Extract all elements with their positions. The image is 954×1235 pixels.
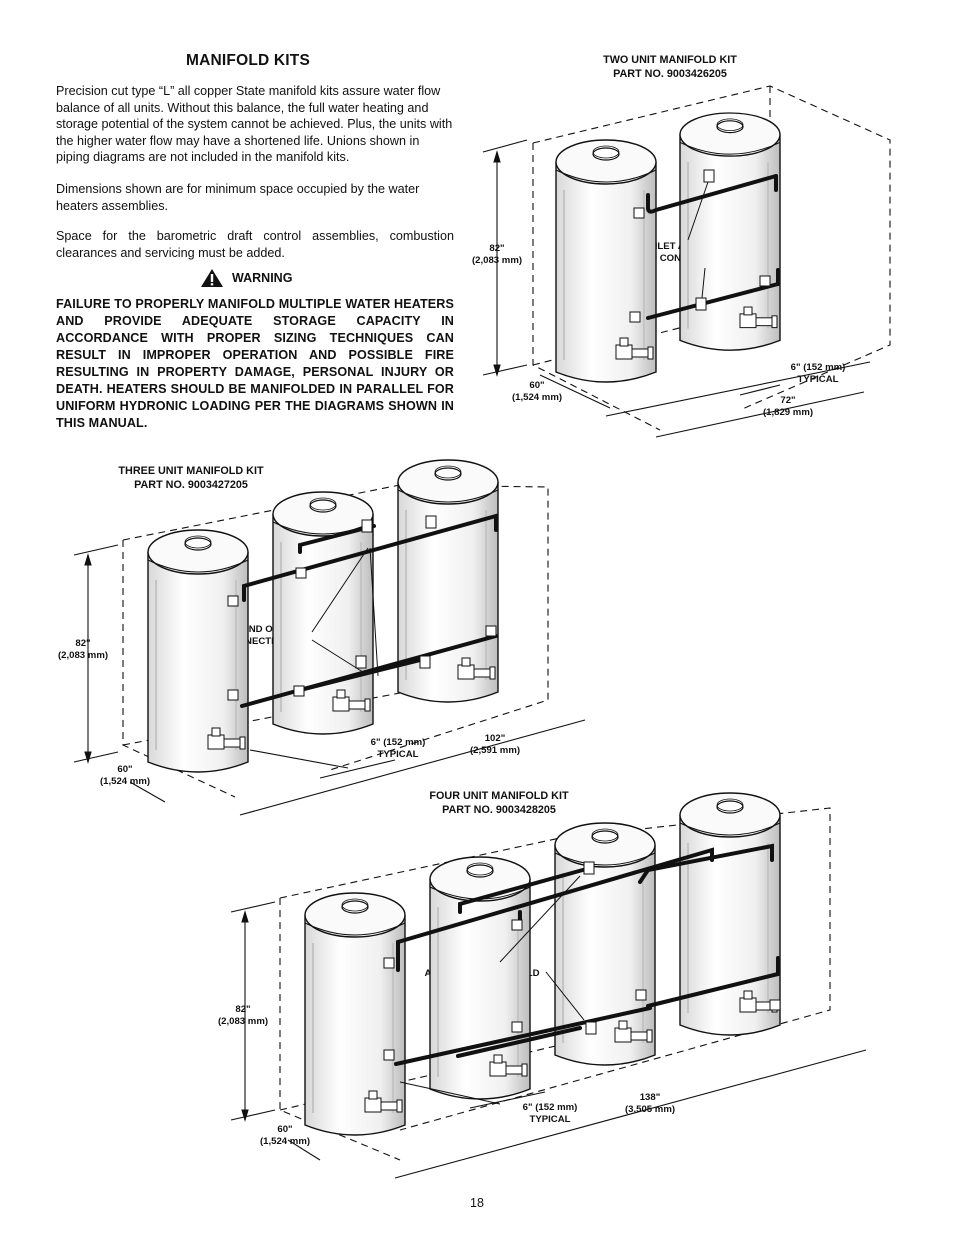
four-unit-part: PART NO. 9003428205 bbox=[442, 803, 556, 816]
three-unit-connections-label: 2 1/2" NPT INLET AND OUTLET MANIFOLD CON… bbox=[150, 624, 315, 648]
four-unit-title: FOUR UNIT MANIFOLD KIT bbox=[429, 790, 569, 802]
four-unit-spacing: 6" (152 mm) bbox=[522, 1102, 578, 1113]
four-unit-spacing-note: TYPICAL bbox=[529, 1114, 571, 1125]
three-unit-title: THREE UNIT MANIFOLD KIT bbox=[118, 465, 264, 477]
four-unit-height-mm: (2,083 mm) bbox=[217, 1016, 269, 1027]
three-unit-depth-mm: (1,524 mm) bbox=[99, 776, 151, 787]
four-unit-depth-label: 60" (1,524 mm) bbox=[250, 1124, 320, 1148]
two-unit-spacing: 6" (152 mm) bbox=[790, 362, 846, 373]
clearance-paragraph: Space for the barometric draft control a… bbox=[56, 229, 454, 260]
three-unit-width-label: 102" (2,591 mm) bbox=[458, 733, 532, 757]
two-unit-height-mm: (2,083 mm) bbox=[471, 255, 523, 266]
warning-title: WARNING bbox=[232, 271, 293, 285]
four-unit-spacing-label: 6" (152 mm) TYPICAL bbox=[510, 1102, 590, 1126]
dimensions-paragraph: Dimensions shown are for minimum space o… bbox=[56, 182, 420, 213]
four-unit-height-label: 82" (2,083 mm) bbox=[208, 1004, 278, 1028]
four-unit-connections-line3: CONNECTIONS bbox=[446, 980, 518, 991]
two-unit-width-label: 72" (1,829 mm) bbox=[752, 395, 824, 419]
four-unit-depth: 60" bbox=[277, 1124, 293, 1135]
four-unit-width: 138" bbox=[639, 1092, 661, 1103]
two-unit-width-mm: (1,829 mm) bbox=[762, 407, 814, 418]
four-unit-connections-label: 2 1/2" NPT INLET AND OUTLET MANIFOLD CON… bbox=[412, 956, 552, 992]
three-unit-depth-label: 60" (1,524 mm) bbox=[90, 764, 160, 788]
three-unit-spacing-label: 6" (152 mm) TYPICAL bbox=[358, 737, 438, 761]
four-unit-connections-line1: 2 1/2" NPT INLET bbox=[442, 956, 522, 967]
page-number: 18 bbox=[470, 1196, 484, 1210]
four-unit-width-label: 138" (3.505 mm) bbox=[610, 1092, 690, 1116]
four-unit-caption: FOUR UNIT MANIFOLD KIT PART NO. 90034282… bbox=[394, 790, 604, 817]
three-unit-height-mm: (2,083 mm) bbox=[57, 650, 109, 661]
two-unit-spacing-note: TYPICAL bbox=[797, 374, 839, 385]
warning-triangle-icon bbox=[201, 269, 223, 287]
page-title: MANIFOLD KITS bbox=[186, 52, 311, 69]
two-unit-part: PART NO. 9003426205 bbox=[613, 67, 727, 80]
three-unit-part: PART NO. 9003427205 bbox=[134, 478, 248, 491]
three-unit-height: 82" bbox=[75, 638, 91, 649]
two-unit-title: TWO UNIT MANIFOLD KIT bbox=[603, 54, 737, 66]
two-unit-width: 72" bbox=[780, 395, 796, 406]
four-unit-width-mm: (3.505 mm) bbox=[624, 1104, 676, 1115]
four-unit-connections-line2: AND OUTLET MANIFOLD bbox=[424, 968, 540, 979]
four-unit-height: 82" bbox=[235, 1004, 251, 1015]
two-unit-depth-label: 60" (1,524 mm) bbox=[502, 380, 572, 404]
three-unit-caption: THREE UNIT MANIFOLD KIT PART NO. 9003427… bbox=[86, 465, 296, 492]
three-unit-width: 102" bbox=[484, 733, 506, 744]
two-unit-spacing-label: 6" (152 mm) TYPICAL bbox=[778, 362, 858, 386]
two-unit-depth-mm: (1,524 mm) bbox=[511, 392, 563, 403]
two-unit-height-label: 82" (2,083 mm) bbox=[462, 243, 532, 267]
three-unit-width-mm: (2,591 mm) bbox=[469, 745, 521, 756]
three-unit-depth: 60" bbox=[117, 764, 133, 775]
two-unit-height: 82" bbox=[489, 243, 505, 254]
two-unit-depth: 60" bbox=[529, 380, 545, 391]
three-unit-spacing: 6" (152 mm) bbox=[370, 737, 426, 748]
two-unit-connections-label: 1 1/2" NPT INLET AND OUTLET MANIFOLD CON… bbox=[597, 241, 740, 264]
warning-text: FAILURE TO PROPERLY MANIFOLD MULTIPLE WA… bbox=[56, 297, 454, 430]
three-unit-height-label: 82" (2,083 mm) bbox=[48, 638, 118, 662]
intro-paragraph: Precision cut type “L” all copper State … bbox=[56, 84, 453, 165]
four-unit-depth-mm: (1,524 mm) bbox=[259, 1136, 311, 1147]
warning-heading: WARNING bbox=[200, 268, 292, 288]
two-unit-caption: TWO UNIT MANIFOLD KIT PART NO. 900342620… bbox=[560, 54, 780, 81]
three-unit-spacing-note: TYPICAL bbox=[377, 749, 419, 760]
